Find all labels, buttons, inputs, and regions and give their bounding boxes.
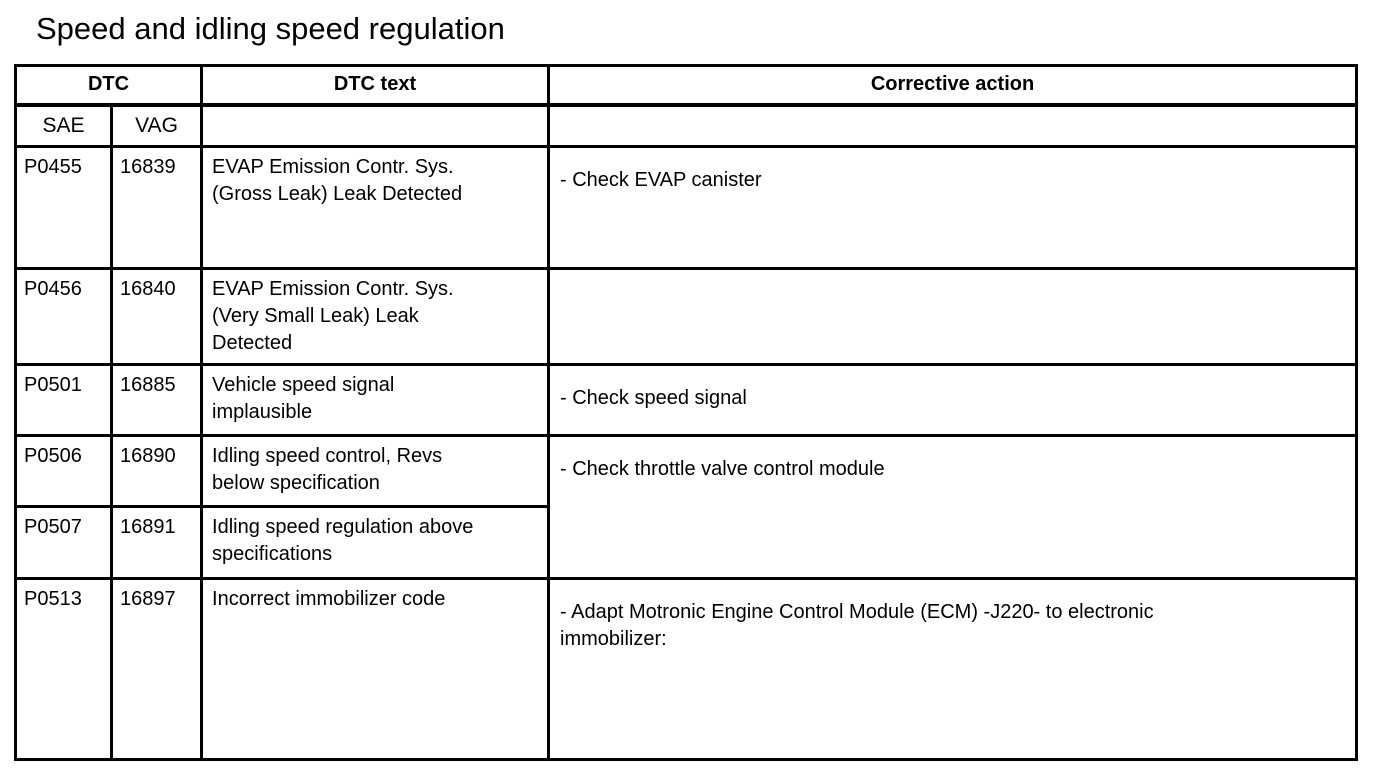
corrective-action: - Check speed signal [547,363,1359,437]
table-row-p0513: P0513 16897 Incorrect immobilizer code -… [14,577,1359,761]
table-header-row: DTC DTC text Corrective action [13,64,1359,107]
column-header-corrective-action: Corrective action [547,64,1359,107]
vag-code: 16840 [109,267,204,366]
dtc-text: Idling speed control, Revs below specifi… [200,434,551,508]
dtc-table: DTC DTC text Corrective action SAE VAG P… [13,64,1359,761]
table-row-p0507: P0507 16891 Idling speed regulation abov… [14,505,1357,580]
table-row-p0501: P0501 16885 Vehicle speed signal implaus… [14,363,1359,437]
vag-code: 16885 [109,363,204,437]
vag-code: 16891 [109,505,204,580]
dtc-text: Incorrect immobilizer code [200,577,551,761]
sae-code: P0506 [14,434,113,508]
corrective-action: - Check EVAP canister [547,145,1359,270]
sae-code: P0513 [14,577,113,761]
corrective-action [547,267,1359,366]
sae-code: P0507 [14,505,113,580]
table-subheader-row: SAE VAG [14,103,1359,148]
column-subheader-corrective-empty [547,103,1359,148]
column-subheader-dtc-text-empty [200,103,551,148]
sae-code: P0501 [14,363,113,437]
sae-code: P0456 [14,267,113,366]
dtc-text: EVAP Emission Contr. Sys. (Gross Leak) L… [200,145,551,270]
page-title: Speed and idling speed regulation [36,11,505,46]
dtc-text: EVAP Emission Contr. Sys. (Very Small Le… [200,267,551,366]
column-header-dtc: DTC [13,64,204,107]
corrective-action-merged: - Check throttle valve control module [547,434,1359,580]
column-subheader-sae: SAE [14,103,113,148]
sae-code: P0455 [14,145,113,270]
vag-code: 16890 [109,434,204,508]
table-row-p0455: P0455 16839 EVAP Emission Contr. Sys. (G… [14,145,1359,270]
column-subheader-vag: VAG [109,103,204,148]
vag-code: 16839 [109,145,204,270]
table-row-p0506: P0506 16890 Idling speed control, Revs b… [14,434,1359,580]
corrective-action: - Adapt Motronic Engine Control Module (… [547,577,1359,761]
column-header-dtc-text: DTC text [200,64,551,107]
dtc-text: Vehicle speed signal implausible [200,363,551,437]
dtc-text: Idling speed regulation above specificat… [200,505,551,580]
table-row-p0456: P0456 16840 EVAP Emission Contr. Sys. (V… [14,267,1359,366]
vag-code: 16897 [109,577,204,761]
